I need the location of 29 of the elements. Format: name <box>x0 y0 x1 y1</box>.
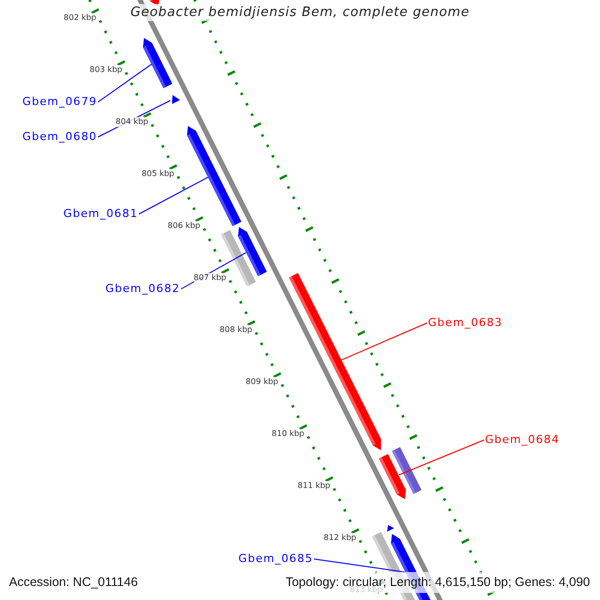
scale-label: 811 kbp <box>298 481 330 492</box>
leader-line <box>341 322 428 360</box>
scale-label: 805 kbp <box>142 169 174 180</box>
gene-label: Gbem_0682 <box>105 282 180 296</box>
gene-label: Gbem_0685 <box>238 552 313 566</box>
gene-label: Gbem_0680 <box>22 130 97 144</box>
scale-label: 802 kbp <box>64 13 96 24</box>
scale-label: 806 kbp <box>168 221 200 232</box>
gene-label: Gbem_0683 <box>428 316 503 330</box>
leader-line <box>314 558 406 573</box>
scale-label: 810 kbp <box>272 429 304 440</box>
leader-line <box>138 176 209 214</box>
leader-line <box>98 64 152 102</box>
leader-line <box>398 440 484 476</box>
gene-feature <box>238 226 267 276</box>
footer-text: Accession: NC_011146 <box>9 575 138 589</box>
gene-feature <box>172 94 180 104</box>
gene-label: Gbem_0679 <box>22 95 97 109</box>
scale-label: 803 kbp <box>90 65 122 76</box>
scale-label: 804 kbp <box>116 117 148 128</box>
scale-label: 808 kbp <box>220 325 252 336</box>
scale-label: 809 kbp <box>246 377 278 388</box>
gene-feature <box>143 38 173 88</box>
gene-label: Gbem_0681 <box>63 207 138 221</box>
gene-feature <box>288 272 382 450</box>
gene-label: Gbem_0684 <box>485 433 560 447</box>
scale-label: 812 kbp <box>324 533 356 544</box>
scale-label: 807 kbp <box>194 273 226 284</box>
gene-feature <box>392 447 422 494</box>
